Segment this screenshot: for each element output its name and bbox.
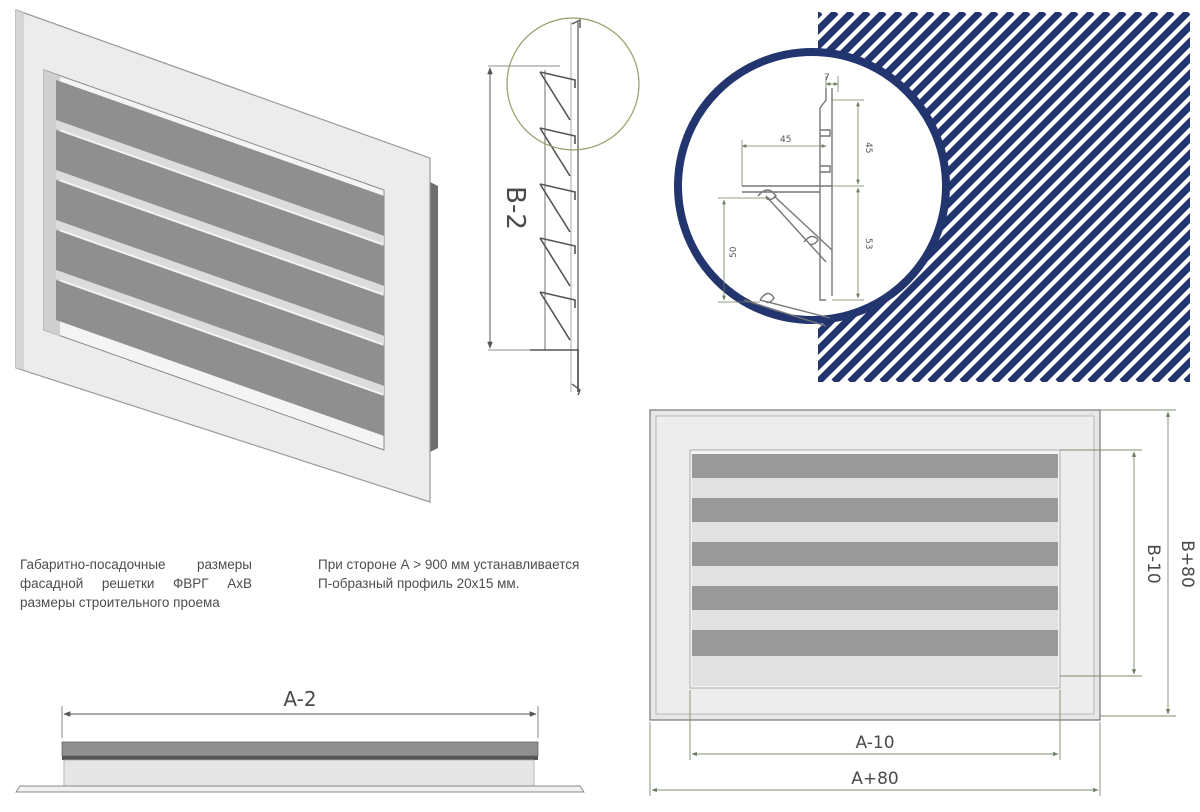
hatch-line <box>959 149 1190 382</box>
hatch-line <box>1007 197 1190 382</box>
detail-callout-circle <box>506 17 640 151</box>
dim-a-minus-10: A-10 <box>855 733 894 753</box>
front-view: A-10 A+80 B-10 B+80 <box>649 409 1197 796</box>
detail-zoom-view: 7 45 45 53 50 <box>674 48 950 327</box>
dim-a-minus-2: A-2 <box>283 687 316 711</box>
isometric-grille-view <box>15 9 438 503</box>
hatch-line <box>1119 309 1190 382</box>
hatch-line <box>818 12 983 179</box>
dim-b-plus-80: B+80 <box>1177 540 1197 588</box>
detail-dim-45-horizontal: 45 <box>780 135 791 145</box>
profile-note: При стороне А > 900 мм устанавливается П… <box>318 557 580 591</box>
hatch-line <box>1087 277 1190 382</box>
side-section-view: B-2 <box>487 17 640 396</box>
hatch-line <box>1071 261 1190 382</box>
detail-dim-53: 53 <box>863 238 873 249</box>
hatch-line <box>847 37 1190 382</box>
detail-dim-50: 50 <box>729 246 739 258</box>
hatch-line <box>818 12 1175 371</box>
bottom-view: A-2 <box>15 687 585 793</box>
hatch-line <box>818 12 1159 355</box>
dim-b-minus-10: B-10 <box>1143 544 1163 583</box>
hatch-line <box>818 12 999 195</box>
front-slats <box>692 454 1058 686</box>
hatch-line <box>831 21 1190 382</box>
dim-a-plus-80: A+80 <box>851 769 899 789</box>
hatch-line <box>991 181 1190 382</box>
dimensions-description: Габаритно-посадочные размеры фасадной ре… <box>20 557 252 610</box>
hatch-line <box>1023 213 1190 382</box>
hatch-line <box>818 12 1190 382</box>
hatch-line <box>1183 373 1190 382</box>
hatch-line <box>927 117 1190 382</box>
hatch-line <box>818 12 967 163</box>
hatch-line <box>1055 245 1190 382</box>
hatch-line <box>943 133 1190 382</box>
hatch-line <box>1039 229 1190 382</box>
dim-b-minus-2: B-2 <box>500 186 530 230</box>
hatch-line <box>879 69 1190 382</box>
detail-dim-7: 7 <box>824 73 830 83</box>
iso-slats <box>56 80 384 436</box>
hatch-line <box>895 85 1190 382</box>
hatch-line <box>975 165 1190 382</box>
hatch-line <box>911 101 1190 382</box>
hatch-line <box>1103 293 1190 382</box>
detail-dim-45-vertical: 45 <box>863 142 873 153</box>
hatch-line <box>863 53 1190 382</box>
